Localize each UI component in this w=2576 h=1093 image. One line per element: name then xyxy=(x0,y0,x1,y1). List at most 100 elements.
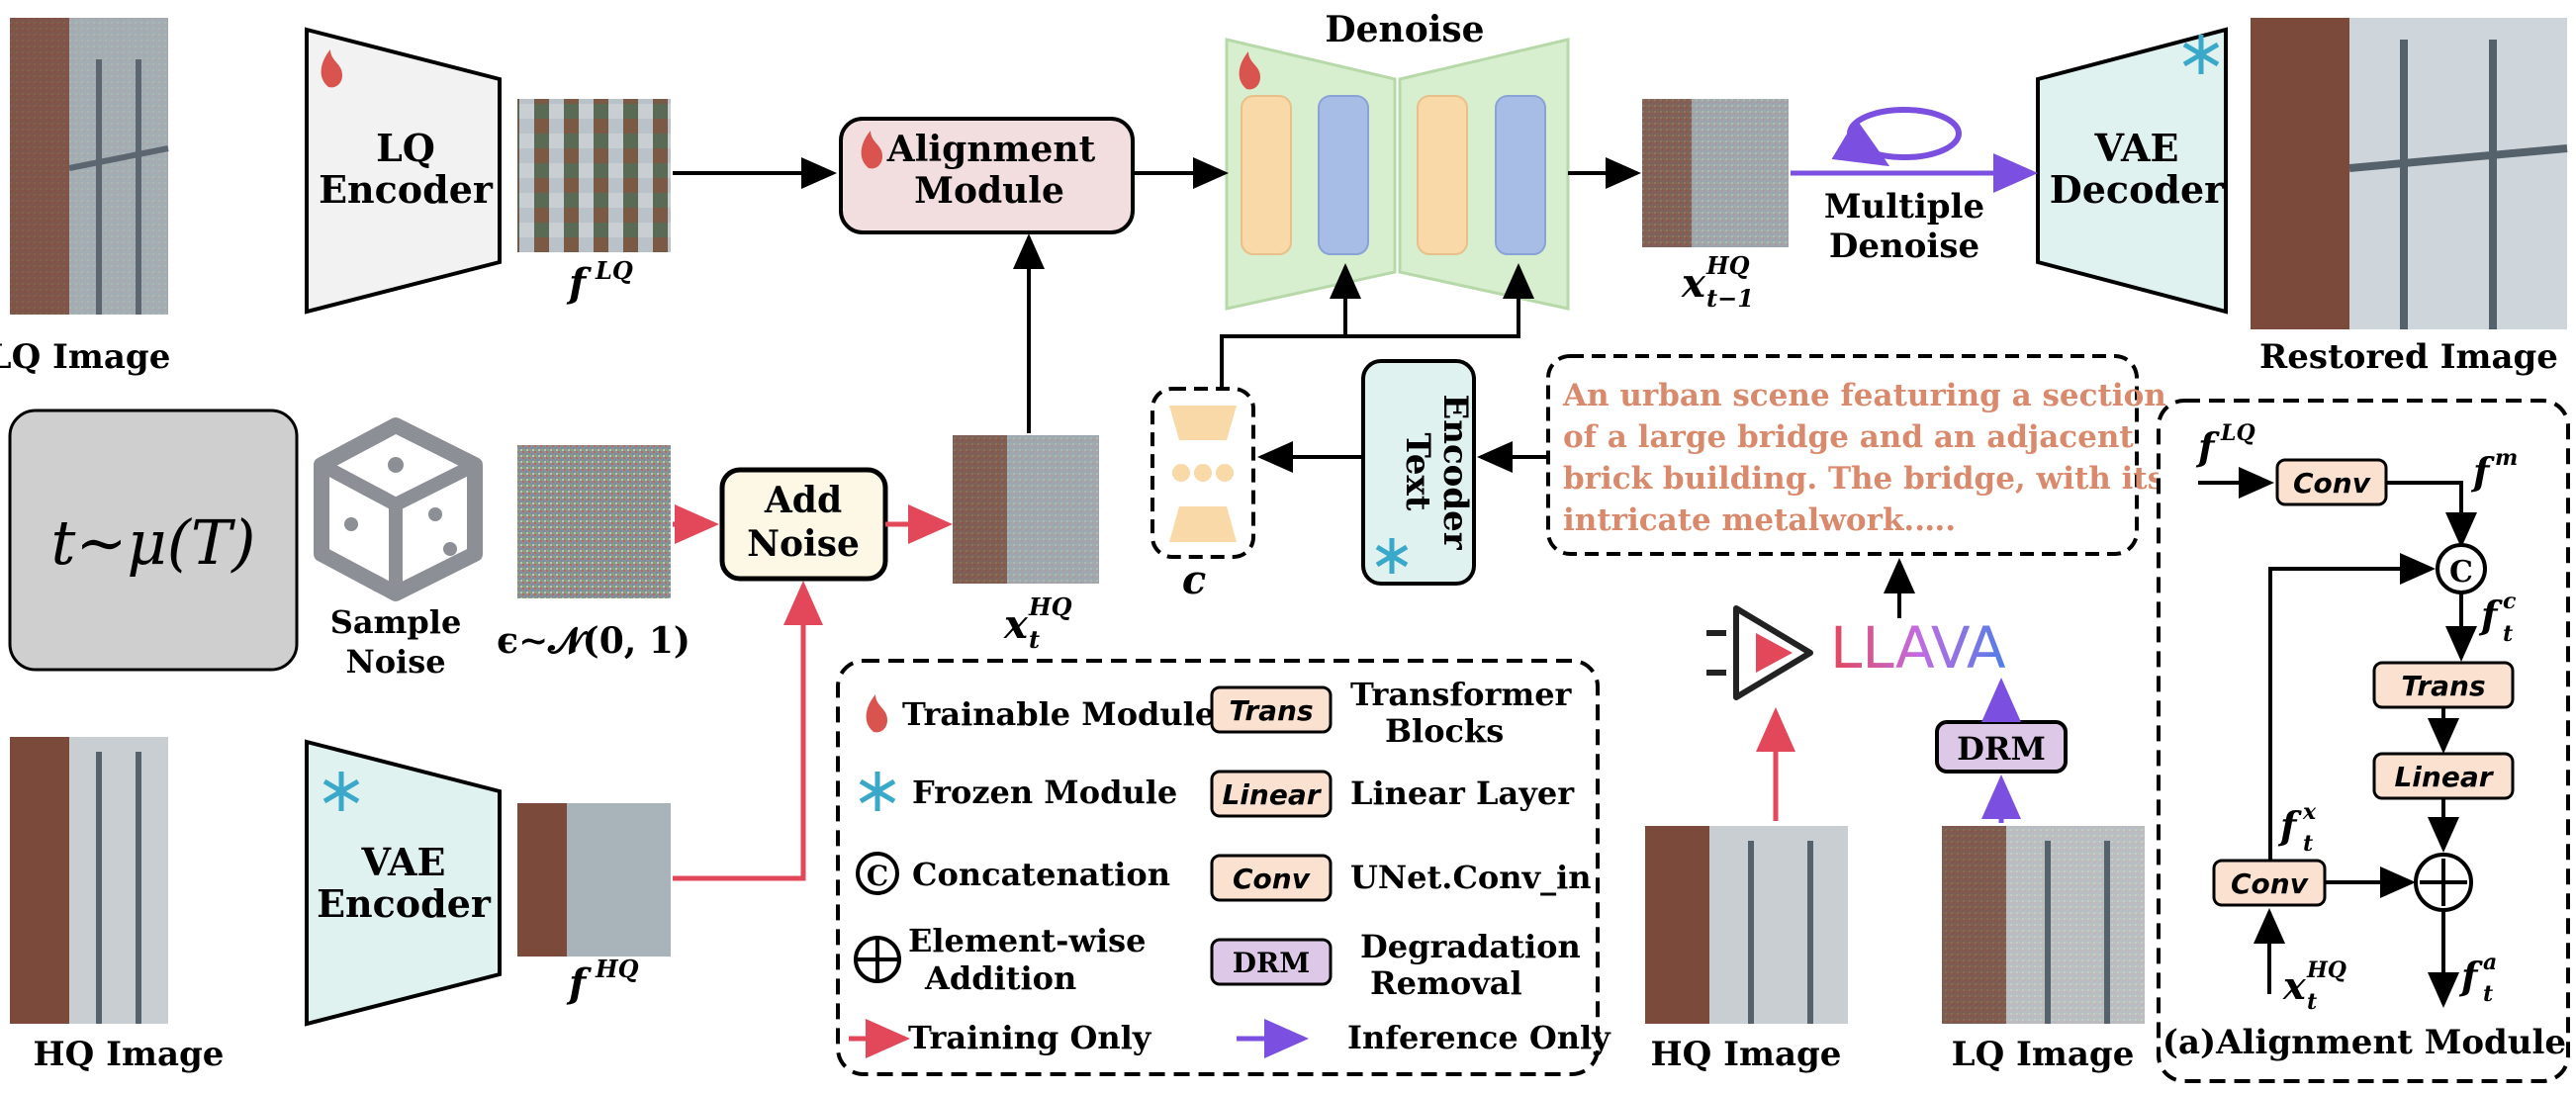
svg-text:c: c xyxy=(2503,589,2517,614)
llava-label: LLAVA xyxy=(1830,614,2006,682)
c-label: c xyxy=(1182,557,1206,603)
snowflake-icon xyxy=(2182,35,2220,74)
svg-text:t: t xyxy=(2303,831,2313,857)
snowflake-icon xyxy=(859,772,896,811)
svg-text:HQ: HQ xyxy=(1705,251,1750,280)
svg-text:C: C xyxy=(867,860,888,892)
f-lq-feature xyxy=(517,99,671,252)
legend-elementwise-1: Element-wise xyxy=(908,922,1147,959)
svg-text:m: m xyxy=(2495,445,2518,471)
svg-text:x: x xyxy=(2282,963,2307,1008)
arrow-c-to-denoise-1 xyxy=(1220,263,1361,389)
x-t-image xyxy=(953,435,1099,584)
add-icon xyxy=(854,936,901,983)
flame-icon xyxy=(1239,51,1260,90)
lq-encoder-label-1: LQ xyxy=(376,126,435,170)
vae-encoder-label-2: Encoder xyxy=(317,881,492,926)
condition-c-box xyxy=(1150,387,1255,559)
detail-concat-icon: C xyxy=(2436,543,2487,594)
detail-add-icon xyxy=(2414,853,2473,912)
f-lq-label: f LQ xyxy=(566,256,633,307)
caption-line-3: brick building. The bridge, with its xyxy=(1563,461,2164,497)
f-hq-label: f HQ xyxy=(566,955,639,1007)
svg-text:LQ: LQ xyxy=(2220,420,2255,446)
lq-image-label: LQ Image xyxy=(0,337,170,377)
flame-icon xyxy=(321,49,342,88)
svg-text:LQ: LQ xyxy=(595,256,633,285)
legend-conv-tag: Conv xyxy=(1233,863,1311,895)
denoise-unet: Denoise xyxy=(1225,9,1570,311)
restored-image-label: Restored Image xyxy=(2259,337,2558,377)
legend-linear-tag: Linear xyxy=(1222,778,1322,811)
arrow-fhq-to-add xyxy=(673,581,823,881)
alignment-label-2: Module xyxy=(914,170,1064,212)
detail-conv-2: Conv xyxy=(2231,867,2309,900)
vae-encoder: VAE Encoder xyxy=(305,739,502,1027)
legend-drm-tag: DRM xyxy=(1233,947,1311,979)
vae-decoder-label-2: Decoder xyxy=(2050,167,2225,212)
svg-text:t: t xyxy=(2483,981,2493,1007)
svg-text:x: x xyxy=(1681,260,1706,307)
llava-logo-icon xyxy=(1706,605,1813,700)
svg-text:x: x xyxy=(1003,601,1029,648)
add-noise-label-2: Noise xyxy=(747,523,860,565)
svg-text:t−1: t−1 xyxy=(1706,284,1754,313)
legend-trans-tag-box xyxy=(1210,685,1333,734)
caption-box: An urban scene featuring a section of a … xyxy=(1546,354,2166,556)
alignment-module: Alignment Module xyxy=(839,117,1135,234)
gaussian-noise-image xyxy=(517,445,671,598)
epsilon-label: ϵ∼𝓝(𝟎, 𝟏) xyxy=(497,620,690,662)
svg-text:HQ: HQ xyxy=(595,955,639,983)
caption-line-1: An urban scene featuring a section xyxy=(1562,378,2166,413)
vae-decoder-label-1: VAE xyxy=(2094,126,2179,170)
legend: Trainable Module Frozen Module C Concate… xyxy=(836,659,1611,1076)
svg-text:HQ: HQ xyxy=(1028,592,1072,621)
caption-line-4: intricate metalwork.…. xyxy=(1563,502,1956,538)
flame-icon xyxy=(861,131,882,169)
alignment-label-1: Alignment xyxy=(886,129,1096,170)
add-noise-label-1: Add xyxy=(764,480,842,521)
legend-trans-desc-2: Blocks xyxy=(1385,712,1504,750)
text-encoder: Text Encoder xyxy=(1361,359,1476,586)
vae-decoder: VAE Decoder xyxy=(2036,27,2228,315)
lq-image-bottom-label: LQ Image xyxy=(1952,1035,2135,1074)
detail-conv-1: Conv xyxy=(2293,467,2371,500)
legend-elementwise-2: Addition xyxy=(924,959,1076,997)
alignment-detail: f LQ Conv f m C f c t Trans Linear f x t… xyxy=(2157,399,2570,1083)
detail-trans: Trans xyxy=(2401,670,2485,702)
hq-image-label: HQ Image xyxy=(34,1035,225,1074)
svg-text:t: t xyxy=(1029,625,1040,654)
lq-image-bottom xyxy=(1942,826,2145,1024)
snowflake-icon xyxy=(1375,538,1409,574)
x-t-minus-1-label: x HQ t−1 xyxy=(1681,251,1754,313)
legend-inference-only: Inference Only xyxy=(1347,1019,1611,1056)
hq-input-image xyxy=(10,737,168,1024)
caption-line-2: of a large bridge and an adjacent xyxy=(1563,419,2134,455)
legend-frozen: Frozen Module xyxy=(912,774,1177,811)
x-t-label: x HQ t xyxy=(1003,592,1072,654)
flame-icon xyxy=(866,694,887,733)
sample-noise-label-2: Noise xyxy=(345,643,445,681)
vae-encoder-label-1: VAE xyxy=(361,840,446,884)
legend-linear-tag-box xyxy=(1210,770,1333,818)
svg-text:C: C xyxy=(2449,555,2473,590)
legend-conv-desc: UNet.Conv_in xyxy=(1350,859,1592,896)
legend-drm-tag-box xyxy=(1210,938,1333,986)
svg-text:t: t xyxy=(2503,621,2513,647)
dice-icon xyxy=(314,417,483,601)
snowflake-icon xyxy=(322,772,360,811)
drm-box: DRM xyxy=(1935,720,2068,774)
legend-trans-desc-1: Transformer xyxy=(1350,676,1573,713)
legend-training-only: Training Only xyxy=(908,1019,1152,1056)
lq-input-image xyxy=(10,18,169,315)
timestep-box: t∼μ(T) xyxy=(8,409,299,672)
multiple-denoise-loop: Multiple Denoise xyxy=(1824,107,1984,266)
multiple-denoise-label-1: Multiple xyxy=(1824,187,1984,227)
hq-image-bottom xyxy=(1645,826,1848,1024)
svg-text:a: a xyxy=(2483,950,2497,975)
lq-encoder-label-2: Encoder xyxy=(319,167,494,212)
svg-text:HQ: HQ xyxy=(2306,957,2346,983)
svg-text:x: x xyxy=(2302,799,2317,825)
legend-drm-desc-2: Removal xyxy=(1370,964,1522,1002)
